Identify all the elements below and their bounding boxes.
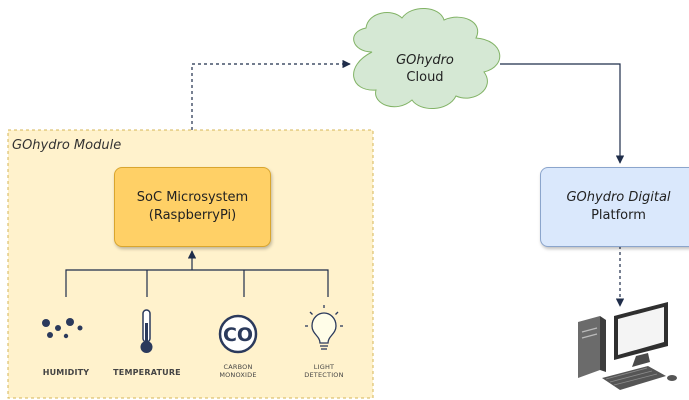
soc-subtitle: (RaspberryPi) [148,208,237,223]
humidity-icon [42,318,83,339]
light-detection-label: LIGHT DETECTION [294,363,354,379]
cloud-shape [353,8,501,109]
carbon-monoxide-label-line1: CARBON [223,363,253,371]
platform-subtitle: Platform [591,208,646,223]
temperature-label: TEMPERATURE [113,368,181,377]
soc-microsystem-box: SoC Microsystem (RaspberryPi) [114,167,271,247]
carbon-monoxide-label-line2: MONOXIDE [219,371,257,379]
platform-title: GOhydro Digital [566,190,671,205]
cloud-subtitle: Cloud [406,70,444,85]
light-detection-label-line1: LIGHT [313,363,335,371]
cloud-label: GOhydro Cloud [380,52,470,86]
cloud-to-platform-connector [500,63,625,164]
soc-title: SoC Microsystem [136,190,249,205]
computer-icon [578,302,677,390]
svg-text:CO: CO [223,324,253,346]
lightbulb-icon [305,305,343,350]
light-detection-label-line2: DETECTION [304,371,344,379]
digital-platform-box: GOhydro Digital Platform [540,167,689,247]
module-to-cloud-connector [191,59,351,130]
module-title: GOhydro Module [12,138,122,153]
sensor-bus-line [65,269,329,297]
cloud-title: GOhydro [396,53,454,68]
thermometer-icon [140,309,153,353]
humidity-label: HUMIDITY [42,368,90,377]
co-icon: CO [218,314,258,354]
carbon-monoxide-label: CARBON MONOXIDE [208,363,268,379]
